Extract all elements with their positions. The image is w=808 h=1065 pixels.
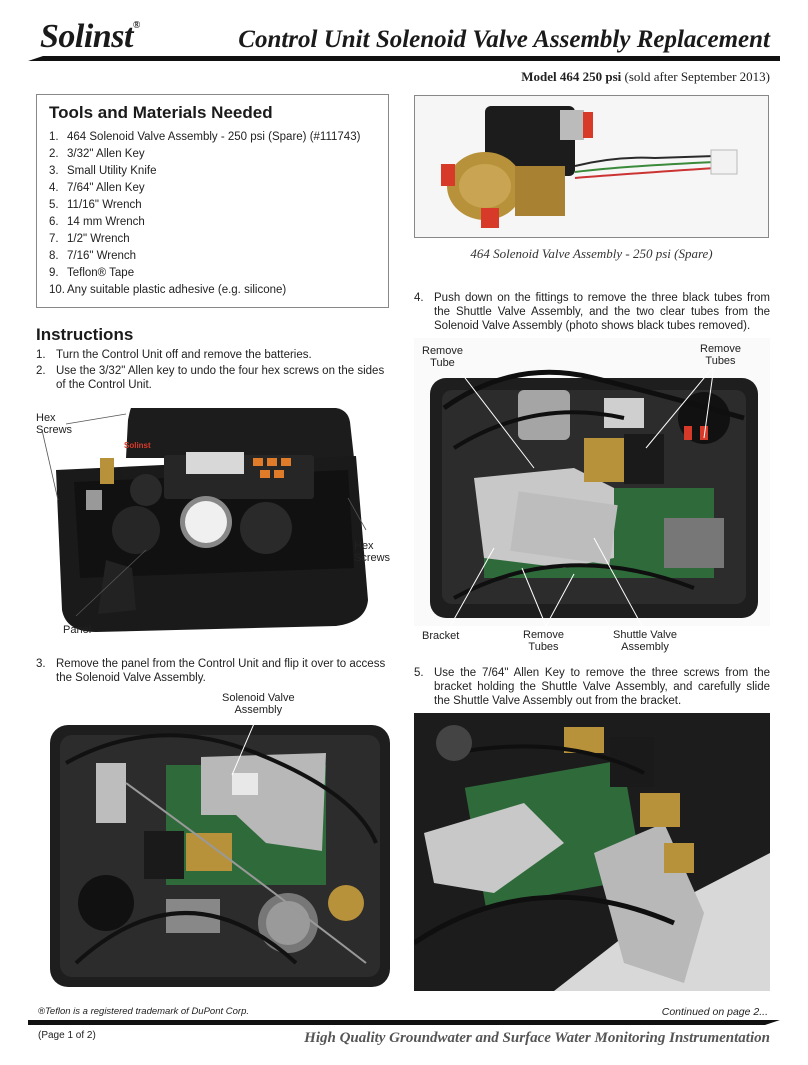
step-2: 2. Use the 3/32" Allen key to undo the fo… [36, 364, 391, 392]
step-number: 1. [36, 349, 46, 361]
label-text: Remove Tube [422, 345, 463, 369]
list-item: 9. Teflon® Tape [49, 265, 376, 282]
control-unit-illustration: Solinst [36, 400, 396, 640]
panel-underside-photo [36, 723, 393, 990]
shuttle-removal-photo [412, 713, 770, 991]
label-remove-tube: Remove Tube [422, 345, 463, 369]
photo-caption: 464 Solenoid Valve Assembly - 250 psi (S… [470, 246, 713, 261]
shuttle-valve-photo: Remove Tube Remove Tubes [414, 338, 770, 631]
list-item: 8. 7/16" Wrench [49, 248, 376, 265]
trademark-note: ®Teflon is a registered trademark of DuP… [38, 1006, 249, 1017]
item-text: 1/2" Wrench [67, 233, 130, 245]
step-number: 5. [414, 667, 424, 679]
label-text: Shuttle Valve Assembly [613, 629, 678, 653]
footer-tagline: High Quality Groundwater and Surface Wat… [304, 1030, 770, 1046]
item-text: Any suitable plastic adhesive (e.g. sili… [67, 284, 287, 296]
tools-title: Tools and Materials Needed [49, 103, 273, 122]
step-number: 3. [36, 658, 46, 670]
item-number: 3. [49, 165, 59, 177]
solinst-logo: Solinst® [40, 18, 140, 56]
item-number: 2. [49, 148, 59, 160]
continued-note: Continued on page 2... [661, 1006, 768, 1018]
item-number: 5. [49, 199, 59, 211]
step-text: Push down on the fittings to remove the … [434, 292, 770, 332]
model-line: Model 464 250 psi (sold after September … [521, 69, 770, 85]
item-number: 7. [49, 233, 59, 245]
item-number: 8. [49, 250, 59, 262]
label-remove-tubes-top: Remove Tubes [700, 343, 741, 367]
step-4: 4. Push down on the fittings to remove th… [414, 291, 770, 333]
item-text: 14 mm Wrench [67, 216, 145, 228]
label-text: Hex Screws [36, 412, 73, 436]
item-text: Small Utility Knife [67, 165, 157, 177]
logo-registered-mark: ® [132, 20, 140, 31]
footer-rule [28, 1020, 780, 1025]
step-text: Turn the Control Unit off and remove the… [56, 349, 312, 361]
item-number: 10. [49, 284, 65, 296]
instructions-title: Instructions [36, 325, 134, 344]
tools-list: 1. 464 Solenoid Valve Assembly - 250 psi … [49, 129, 376, 299]
item-text: 7/64" Allen Key [67, 182, 145, 194]
item-number: 1. [49, 131, 59, 143]
panel-underside-illustration [50, 723, 390, 987]
label-remove-tubes-bottom: Remove Tubes [523, 629, 564, 653]
control-unit-photo: Solinst Hex Screws Hex Screws Panel [36, 400, 396, 640]
label-text: Solenoid Valve Assembly [222, 692, 295, 716]
label-text: Remove Tubes [700, 343, 741, 367]
logo-text: Solinst [40, 18, 133, 55]
solenoid-valve-illustration [441, 106, 738, 228]
step-text: Remove the panel from the Control Unit a… [56, 658, 386, 684]
item-number: 4. [49, 182, 59, 194]
item-text: 464 Solenoid Valve Assembly - 250 psi (S… [67, 131, 361, 143]
label-hex-screws-left: Hex Screws [36, 412, 72, 436]
page-title: Control Unit Solenoid Valve Assembly Rep… [238, 26, 770, 53]
list-item: 5. 11/16" Wrench [49, 197, 376, 214]
step-number: 4. [414, 292, 424, 304]
list-item: 10.Any suitable plastic adhesive (e.g. s… [49, 282, 376, 299]
label-text: Hex Screws [354, 540, 391, 564]
label-solenoid-valve-assembly: Solenoid Valve Assembly [222, 692, 295, 716]
label-bracket: Bracket [422, 630, 460, 642]
model-note: (sold after September 2013) [621, 69, 770, 84]
list-item: 2. 3/32" Allen Key [49, 146, 376, 163]
item-number: 9. [49, 267, 59, 279]
shuttle-removal-illustration [412, 713, 770, 991]
solenoid-spare-photo [414, 95, 769, 238]
page-number: (Page 1 of 2) [38, 1030, 96, 1041]
list-item: 6. 14 mm Wrench [49, 214, 376, 231]
header-rule [28, 56, 780, 61]
list-item: 7. 1/2" Wrench [49, 231, 376, 248]
list-item: 3. Small Utility Knife [49, 163, 376, 180]
step-5: 5. Use the 7/64" Allen Key to remove the … [414, 666, 770, 708]
list-item: 1. 464 Solenoid Valve Assembly - 250 psi … [49, 129, 376, 146]
device-brand-label: Solinst [124, 441, 151, 450]
label-panel: Panel [63, 624, 92, 636]
step-text: Use the 3/32" Allen key to undo the four… [56, 365, 385, 391]
step-number: 2. [36, 365, 46, 377]
item-text: 7/16" Wrench [67, 250, 137, 262]
step-3: 3. Remove the panel from the Control Unit… [36, 657, 391, 685]
item-text: 11/16" Wrench [67, 199, 142, 211]
model-name: Model 464 250 psi [521, 69, 622, 84]
list-item: 4. 7/64" Allen Key [49, 180, 376, 197]
shuttle-valve-illustration [430, 365, 758, 631]
label-hex-screws-right: Hex Screws [354, 540, 390, 564]
step-text: Use the 7/64" Allen Key to remove the th… [434, 667, 770, 707]
step-1: 1. Turn the Control Unit off and remove t… [36, 348, 391, 362]
label-text: Remove Tubes [523, 629, 564, 653]
item-number: 6. [49, 216, 59, 228]
item-text: 3/32" Allen Key [67, 148, 145, 160]
label-shuttle-valve-assembly: Shuttle Valve Assembly [613, 629, 677, 653]
item-text: Teflon® Tape [67, 267, 135, 279]
tools-materials-box: Tools and Materials Needed 1. 464 Solenoi… [36, 94, 389, 308]
